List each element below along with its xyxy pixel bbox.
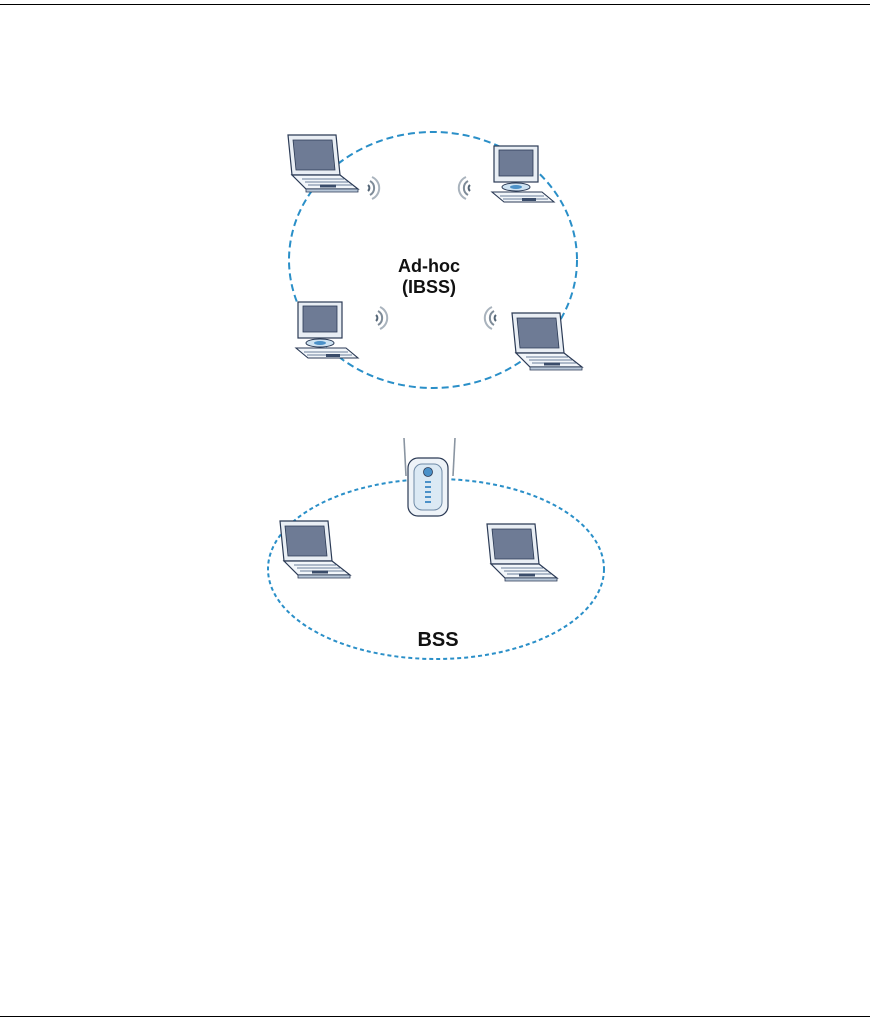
laptop-icon <box>512 313 582 370</box>
wireless-signal-icon <box>376 307 387 329</box>
desktop-computer-icon <box>492 146 554 202</box>
access-point-icon <box>404 438 455 516</box>
desktop-computer-icon <box>296 302 358 358</box>
wireless-signal-icon <box>459 177 470 199</box>
bss-network: BSS <box>268 438 604 659</box>
laptop-icon <box>280 521 350 578</box>
wireless-signal-icon <box>485 307 496 329</box>
adhoc-label: Ad-hoc <box>398 256 460 276</box>
laptop-icon <box>288 135 358 192</box>
adhoc-network: Ad-hoc (IBSS) <box>288 132 582 388</box>
laptop-icon <box>487 524 557 581</box>
bottom-rule <box>0 1016 870 1017</box>
ibss-label: (IBSS) <box>402 277 456 297</box>
bss-label: BSS <box>417 629 458 651</box>
wireless-signal-icon <box>368 177 379 199</box>
